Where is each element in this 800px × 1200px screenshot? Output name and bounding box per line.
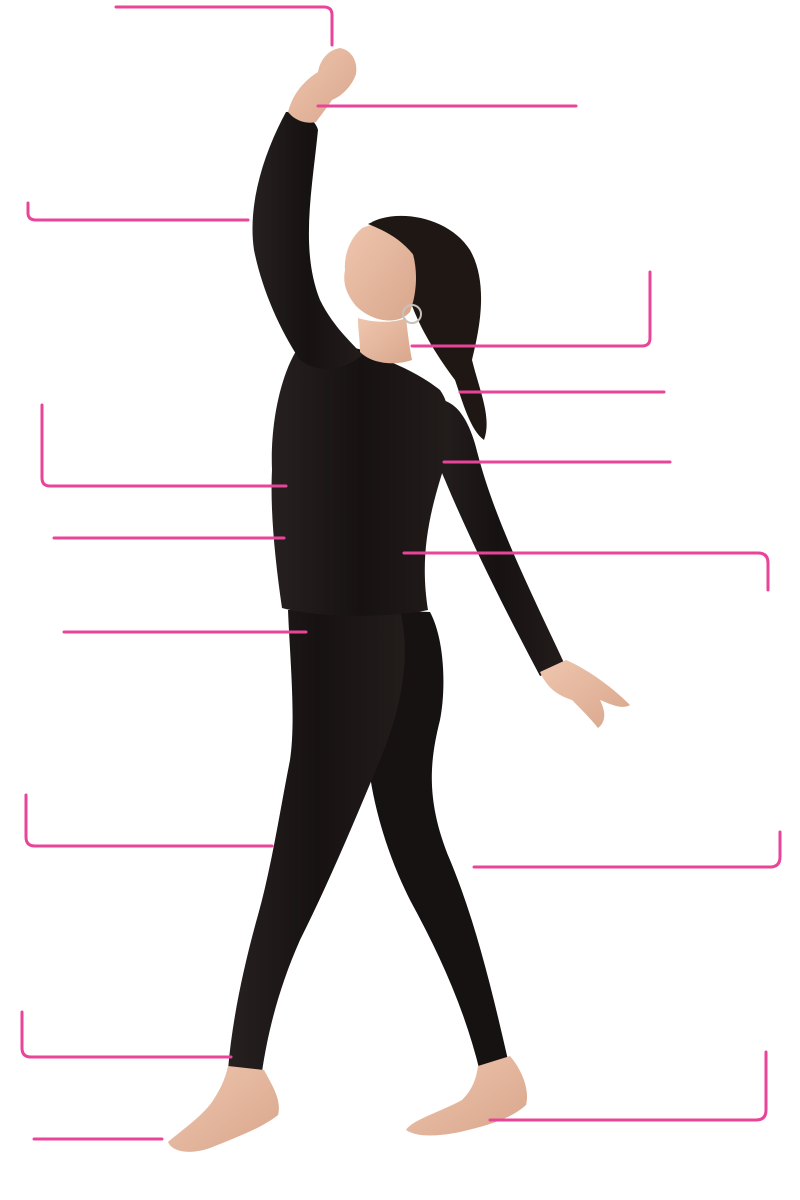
hair-front (368, 217, 462, 320)
callout-neck (410, 270, 652, 348)
callout-chest (40, 403, 288, 488)
callout-hand-raised (114, 5, 334, 47)
back-hand (540, 660, 630, 728)
raised-arm-sleeve (252, 111, 362, 370)
raised-hand (288, 48, 357, 123)
face (344, 224, 416, 321)
callout-leader-lines (20, 5, 782, 1141)
back-leg-legging (367, 610, 508, 1072)
callout-ankle-front (20, 1010, 233, 1059)
callout-thigh-front (24, 793, 274, 848)
callout-calf-back (472, 830, 782, 869)
callout-upper-arm-raised (26, 201, 250, 222)
callout-forearm-back (402, 551, 770, 592)
front-foot (168, 1066, 279, 1152)
neck (358, 318, 412, 364)
torso-top (271, 342, 450, 616)
callout-heel-back (488, 1050, 768, 1122)
back-arm-sleeve (428, 399, 565, 676)
front-leg-legging (228, 610, 405, 1072)
back-foot (406, 1056, 528, 1136)
hoop-earring (402, 304, 422, 324)
